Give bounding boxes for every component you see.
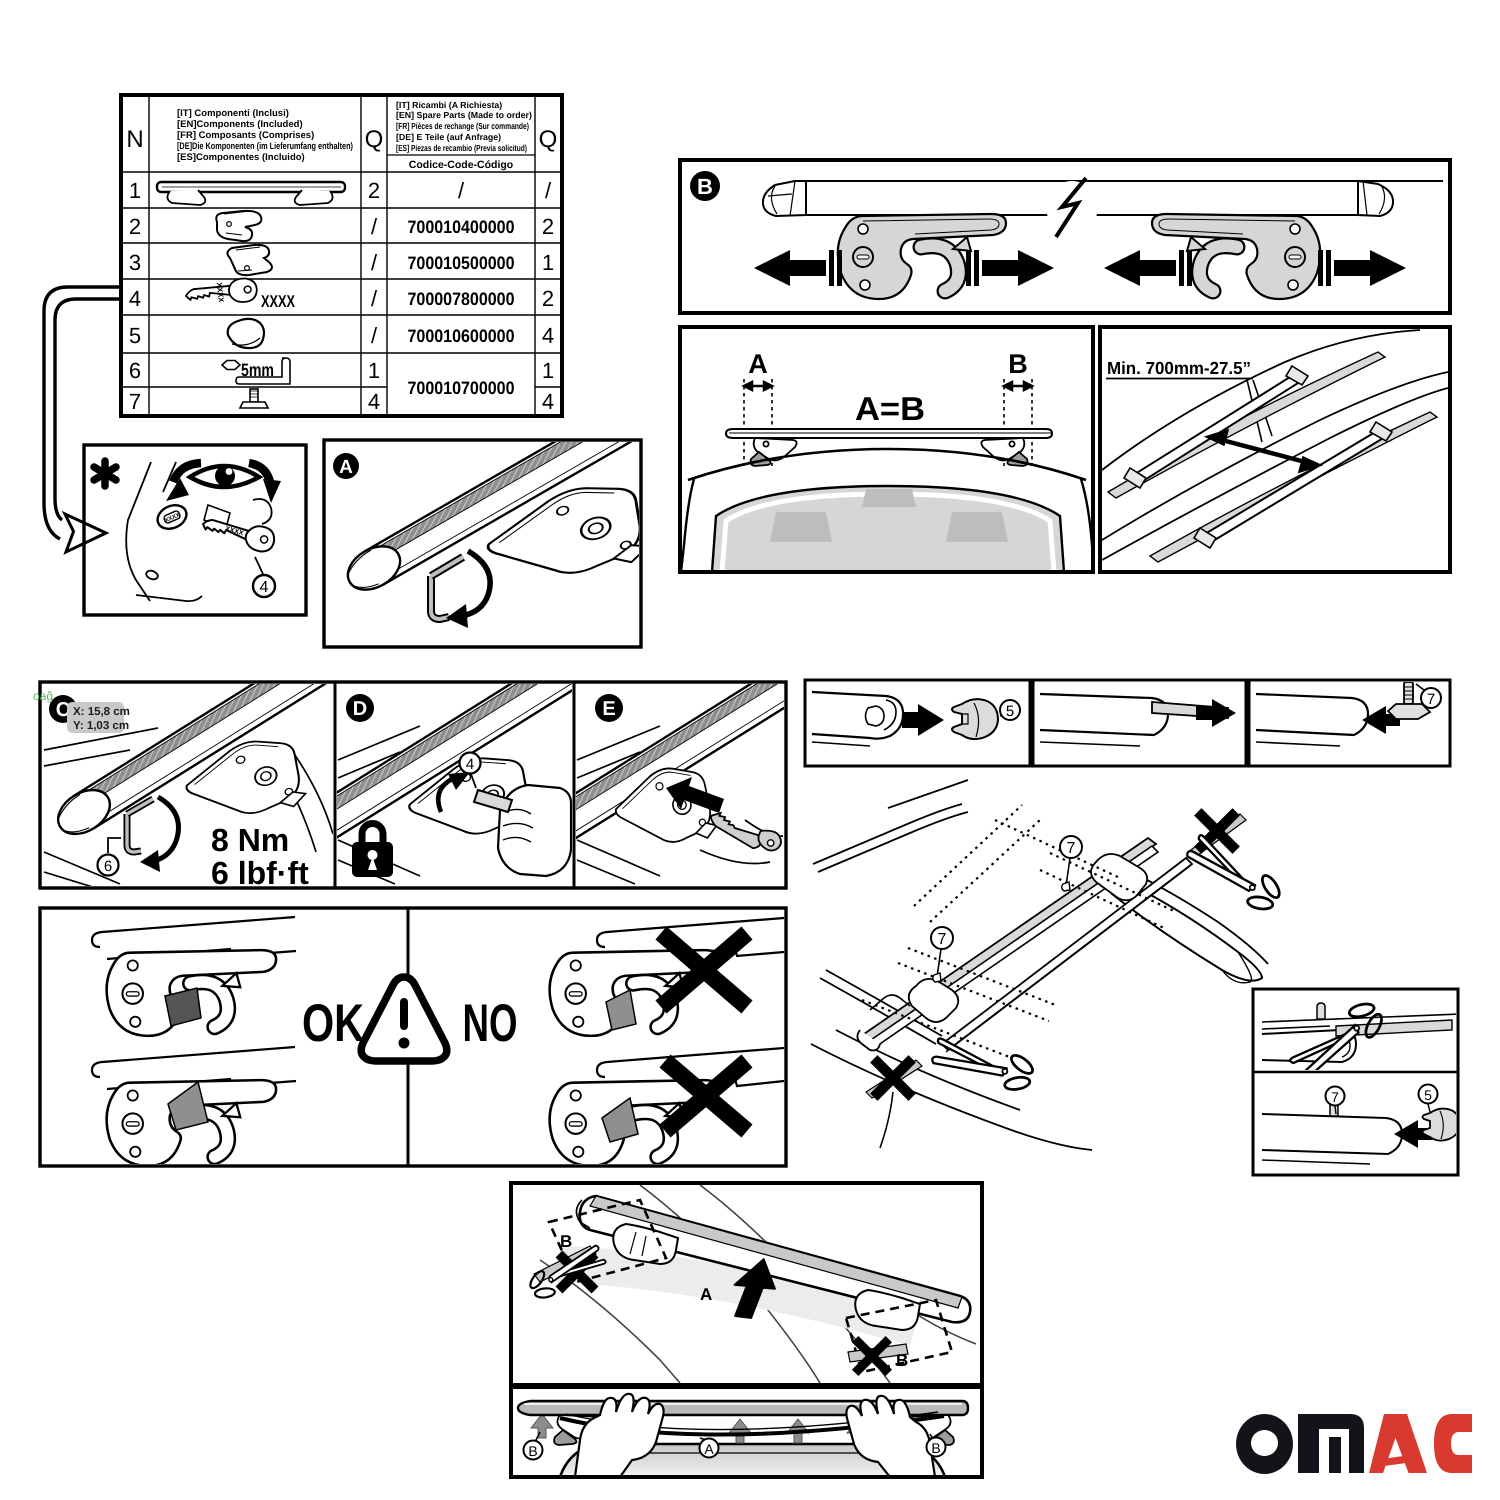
svg-text:/: / bbox=[371, 286, 378, 311]
svg-text:1: 1 bbox=[368, 358, 380, 383]
svg-text:[ES]Componentes (Incluido): [ES]Componentes (Incluido) bbox=[177, 152, 305, 163]
svg-text:Codice-Code-Código: Codice-Code-Código bbox=[409, 159, 513, 171]
svg-text:5: 5 bbox=[129, 323, 141, 348]
svg-text:2: 2 bbox=[129, 214, 141, 239]
svg-text:8 Nm: 8 Nm bbox=[211, 822, 289, 858]
svg-text:NO: NO bbox=[463, 994, 518, 1053]
svg-text:4: 4 bbox=[542, 323, 554, 348]
svg-text:1: 1 bbox=[542, 250, 554, 275]
svg-text:4: 4 bbox=[368, 389, 380, 414]
svg-text:700007800000: 700007800000 bbox=[408, 289, 515, 309]
svg-text:3: 3 bbox=[129, 250, 141, 275]
svg-text:B: B bbox=[528, 1443, 537, 1459]
svg-text:/: / bbox=[371, 250, 378, 275]
svg-text:Q: Q bbox=[539, 126, 558, 153]
svg-text:[DE] E Teile (auf Anfrage): [DE] E Teile (auf Anfrage) bbox=[396, 132, 501, 142]
svg-text:X: 15,8 cm: X: 15,8 cm bbox=[73, 706, 130, 718]
svg-text:/: / bbox=[458, 178, 465, 203]
svg-text:A: A bbox=[700, 1285, 712, 1304]
svg-text:4: 4 bbox=[129, 286, 141, 311]
svg-text:700010500000: 700010500000 bbox=[408, 253, 515, 273]
svg-text:[EN]Components (Included): [EN]Components (Included) bbox=[177, 119, 303, 130]
svg-text:B: B bbox=[1008, 349, 1028, 379]
svg-text:7: 7 bbox=[1067, 840, 1076, 857]
svg-text:1: 1 bbox=[129, 178, 141, 203]
svg-text:[FR] Pièces de rechange (Sur c: [FR] Pièces de rechange (Sur commande) bbox=[396, 121, 529, 131]
svg-text:Q: Q bbox=[365, 126, 384, 153]
svg-text:XXXX: XXXX bbox=[224, 525, 244, 537]
svg-text:7: 7 bbox=[129, 389, 141, 414]
svg-text:[EN] Spare Parts (Made to orde: [EN] Spare Parts (Made to order) bbox=[396, 110, 532, 120]
svg-text:5: 5 bbox=[1424, 1087, 1432, 1103]
svg-text:700010700000: 700010700000 bbox=[408, 378, 515, 398]
svg-text:4: 4 bbox=[260, 579, 269, 596]
svg-text:2: 2 bbox=[368, 178, 380, 203]
svg-text:5mm: 5mm bbox=[241, 360, 274, 380]
svg-text:2: 2 bbox=[542, 286, 554, 311]
svg-text:[FR] Composants (Comprises): [FR] Composants (Comprises) bbox=[177, 130, 314, 141]
svg-text:/: / bbox=[545, 178, 552, 203]
svg-text:/: / bbox=[371, 323, 378, 348]
svg-text:[IT] Ricambi (A Richiesta): [IT] Ricambi (A Richiesta) bbox=[396, 100, 502, 110]
svg-text:B: B bbox=[931, 1440, 940, 1456]
svg-text:N: N bbox=[126, 126, 143, 153]
svg-text:[IT] Componenti (Inclusi): [IT] Componenti (Inclusi) bbox=[177, 108, 289, 119]
svg-text:E: E bbox=[602, 698, 615, 720]
svg-text:7: 7 bbox=[938, 931, 947, 948]
svg-text:7: 7 bbox=[1331, 1089, 1339, 1105]
svg-text:6 lbf·ft: 6 lbf·ft bbox=[211, 855, 309, 891]
svg-text:Min. 700mm-27.5”: Min. 700mm-27.5” bbox=[1107, 358, 1251, 378]
svg-text:B: B bbox=[697, 174, 713, 199]
svg-text:4: 4 bbox=[466, 756, 474, 773]
svg-text:XXXX: XXXX bbox=[261, 292, 295, 311]
svg-text:A: A bbox=[339, 457, 353, 478]
svg-text:5: 5 bbox=[1006, 703, 1014, 720]
svg-text:Y: 1,03 cm: Y: 1,03 cm bbox=[73, 720, 129, 732]
svg-text:B: B bbox=[560, 1232, 572, 1251]
svg-text:C: C bbox=[56, 699, 70, 721]
svg-text:/: / bbox=[371, 214, 378, 239]
svg-text:7: 7 bbox=[1427, 691, 1435, 708]
svg-text:oağ: oağ bbox=[33, 689, 53, 703]
svg-text:A=B: A=B bbox=[855, 390, 925, 427]
svg-text:B: B bbox=[896, 1351, 908, 1370]
svg-text:XXXX: XXXX bbox=[215, 282, 226, 303]
svg-text:4: 4 bbox=[542, 389, 554, 414]
svg-text:700010400000: 700010400000 bbox=[408, 217, 515, 237]
svg-text:1: 1 bbox=[542, 358, 554, 383]
svg-text:[DE]Die Komponenten (im Liefer: [DE]Die Komponenten (im Lieferumfang ent… bbox=[177, 141, 353, 152]
svg-text:6: 6 bbox=[104, 858, 112, 875]
svg-text:D: D bbox=[353, 698, 367, 720]
svg-text:700010600000: 700010600000 bbox=[408, 326, 515, 346]
svg-text:6: 6 bbox=[129, 358, 141, 383]
svg-text:A: A bbox=[704, 1441, 714, 1457]
svg-text:[ES] Piezas de recambio (Previ: [ES] Piezas de recambio (Previa solicitu… bbox=[396, 143, 527, 153]
svg-text:A: A bbox=[748, 349, 768, 379]
svg-text:OK: OK bbox=[302, 994, 364, 1053]
svg-text:2: 2 bbox=[542, 214, 554, 239]
